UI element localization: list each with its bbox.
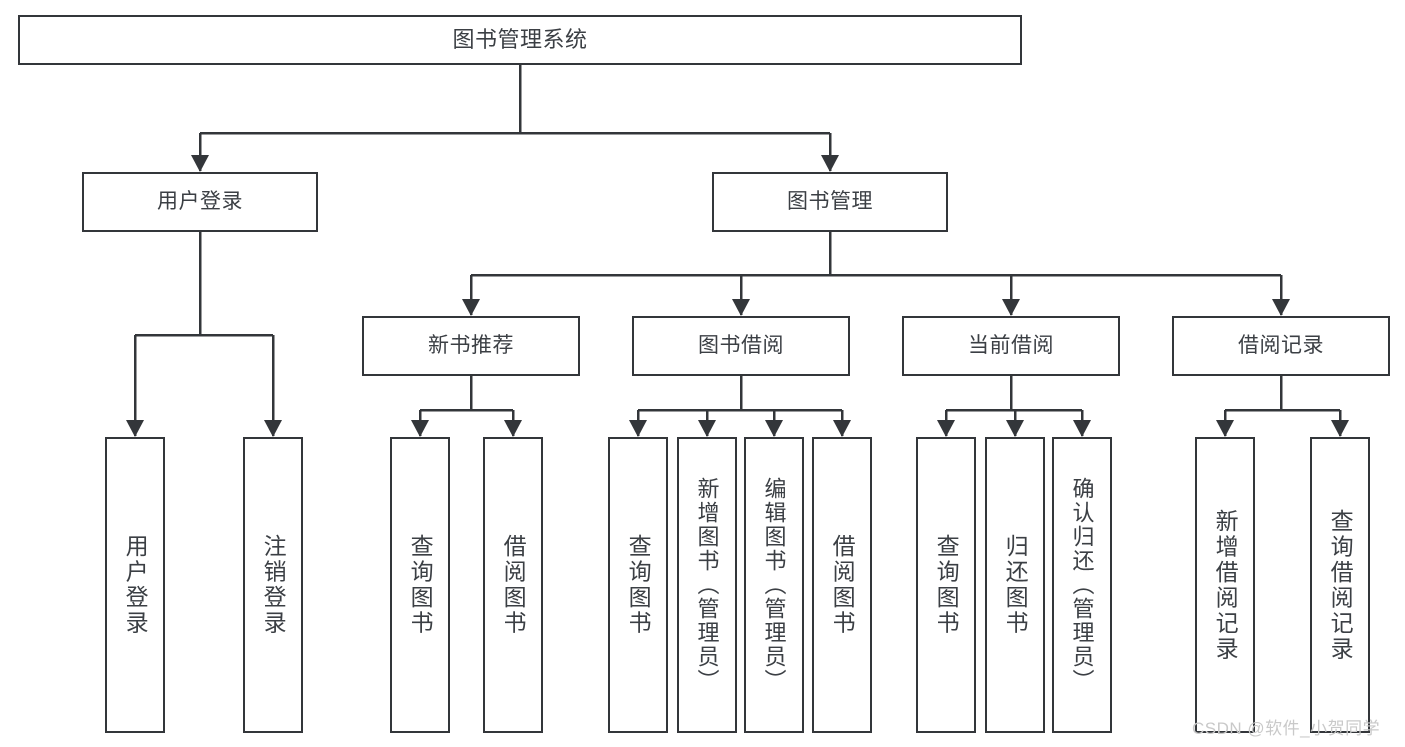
node-leaf-borrow-book-1[interactable]: 借阅图书	[483, 437, 543, 733]
node-label: 归还图书	[1002, 534, 1029, 636]
node-label: 新书推荐	[428, 334, 514, 358]
node-label: 图书管理系统	[452, 26, 588, 52]
node-leaf-user-login[interactable]: 用户登录	[105, 437, 165, 733]
node-label: 新增借阅记录	[1212, 508, 1239, 662]
node-leaf-query-book-2[interactable]: 查询图书	[608, 437, 668, 733]
node-label: 用户登录	[122, 534, 149, 636]
node-leaf-add-record[interactable]: 新增借阅记录	[1195, 437, 1255, 733]
node-book-borrow[interactable]: 图书借阅	[632, 316, 850, 376]
node-leaf-confirm-return[interactable]: 确认归还（管理员）	[1052, 437, 1112, 733]
node-label: 注销登录	[260, 534, 287, 636]
node-leaf-query-book-3[interactable]: 查询图书	[916, 437, 976, 733]
node-label: 查询借阅记录	[1327, 508, 1354, 662]
csdn-watermark: CSDN @软件_小贺同学	[1192, 719, 1381, 738]
node-leaf-add-book[interactable]: 新增图书（管理员）	[677, 437, 737, 733]
node-label: 图书借阅	[698, 334, 784, 358]
node-label: 图书管理	[787, 190, 873, 214]
node-leaf-edit-book[interactable]: 编辑图书（管理员）	[744, 437, 804, 733]
node-label: 新增图书（管理员）	[694, 477, 720, 693]
node-leaf-query-book-1[interactable]: 查询图书	[390, 437, 450, 733]
node-leaf-query-record[interactable]: 查询借阅记录	[1310, 437, 1370, 733]
node-label: 确认归还（管理员）	[1069, 477, 1095, 693]
node-label: 编辑图书（管理员）	[761, 477, 787, 693]
node-label: 查询图书	[933, 534, 960, 636]
node-leaf-borrow-book-2[interactable]: 借阅图书	[812, 437, 872, 733]
node-new-book-rec[interactable]: 新书推荐	[362, 316, 580, 376]
node-user-login[interactable]: 用户登录	[82, 172, 318, 232]
node-label: 借阅图书	[500, 534, 527, 636]
node-leaf-logout[interactable]: 注销登录	[243, 437, 303, 733]
node-borrow-record[interactable]: 借阅记录	[1172, 316, 1390, 376]
node-label: 查询图书	[625, 534, 652, 636]
node-label: 借阅图书	[829, 534, 856, 636]
node-current-borrow[interactable]: 当前借阅	[902, 316, 1120, 376]
node-label: 查询图书	[407, 534, 434, 636]
node-book-manage[interactable]: 图书管理	[712, 172, 948, 232]
node-label: 当前借阅	[968, 334, 1054, 358]
node-leaf-return-book[interactable]: 归还图书	[985, 437, 1045, 733]
node-root[interactable]: 图书管理系统	[18, 15, 1022, 65]
node-label: 借阅记录	[1238, 334, 1324, 358]
node-label: 用户登录	[157, 190, 243, 214]
